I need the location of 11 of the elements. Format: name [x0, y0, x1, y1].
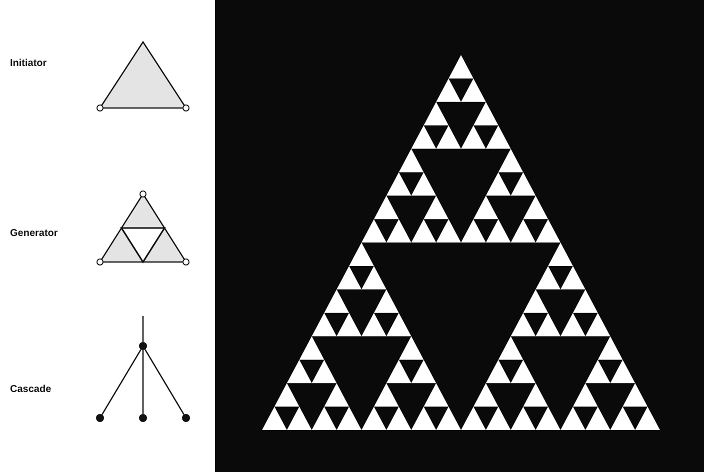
figure-label: Cascade — [10, 384, 52, 395]
figure-label: Initiator — [10, 58, 47, 69]
cascade-dot — [96, 414, 104, 422]
cascade-line — [142, 316, 144, 342]
cascade-dot — [139, 414, 147, 422]
cascade-line — [144, 349, 184, 415]
cascade-dot — [182, 414, 190, 422]
cascade-dot — [139, 342, 147, 350]
cascade-line — [142, 350, 144, 414]
cascade-line — [102, 349, 142, 415]
figure-label: Generator — [10, 228, 58, 239]
